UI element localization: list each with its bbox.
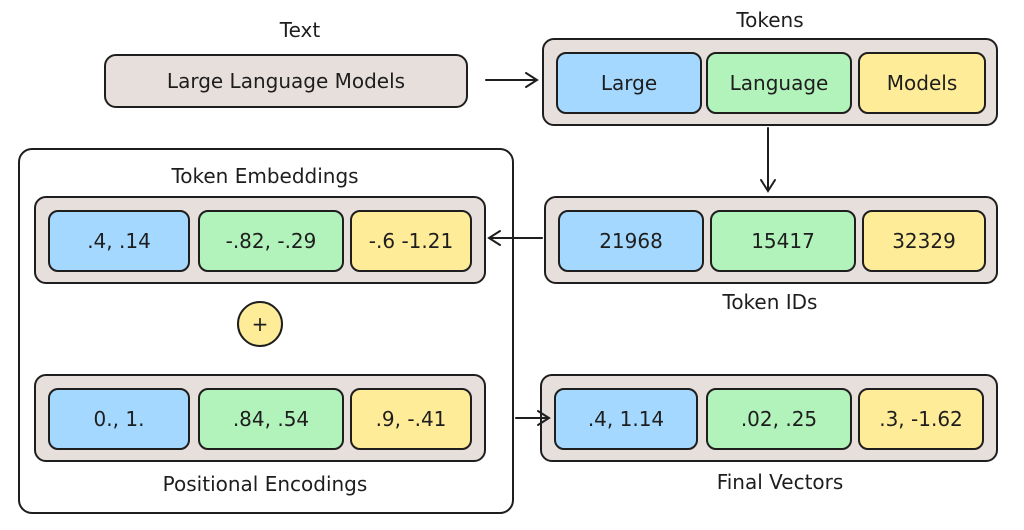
tokens-heading: Tokens xyxy=(736,8,804,32)
token-box: Language xyxy=(706,52,852,114)
arrow-ids-to-embeddings xyxy=(487,230,543,246)
embedding-box: .4, .14 xyxy=(48,210,190,272)
final-vector-box: .3, -1.62 xyxy=(858,388,984,450)
arrow-tokens-to-ids xyxy=(760,127,776,193)
positional-box: 0., 1. xyxy=(48,388,190,450)
arrow-panel-to-final xyxy=(515,410,551,426)
token-ids-row: 21968 15417 32329 xyxy=(544,196,998,284)
tokens-row: Large Language Models xyxy=(542,38,998,126)
positional-row: 0., 1. .84, .54 .9, -.41 xyxy=(34,374,486,462)
embeddings-row: .4, .14 -.82, -.29 -.6 -1.21 xyxy=(34,196,486,284)
embedding-box: -.6 -1.21 xyxy=(350,210,472,272)
plus-symbol: + xyxy=(251,312,269,336)
token-box: Models xyxy=(858,52,986,114)
token-id-box: 21968 xyxy=(558,210,704,272)
token-ids-heading: Token IDs xyxy=(722,290,818,314)
final-vector-box: .02, .25 xyxy=(706,388,852,450)
positional-heading: Positional Encodings xyxy=(162,472,368,496)
text-heading: Text xyxy=(279,18,321,42)
plus-operator: + xyxy=(237,301,283,347)
token-id-box: 32329 xyxy=(862,210,986,272)
positional-box: .84, .54 xyxy=(198,388,344,450)
final-vectors-heading: Final Vectors xyxy=(716,470,844,494)
embedding-box: -.82, -.29 xyxy=(198,210,344,272)
text-input-value: Large Language Models xyxy=(166,69,406,93)
text-input-box: Large Language Models xyxy=(104,54,468,108)
arrow-text-to-tokens xyxy=(485,72,539,88)
positional-box: .9, -.41 xyxy=(350,388,472,450)
token-id-box: 15417 xyxy=(710,210,856,272)
token-box: Large xyxy=(556,52,702,114)
final-vector-box: .4, 1.14 xyxy=(554,388,698,450)
embeddings-heading: Token Embeddings xyxy=(171,164,359,188)
